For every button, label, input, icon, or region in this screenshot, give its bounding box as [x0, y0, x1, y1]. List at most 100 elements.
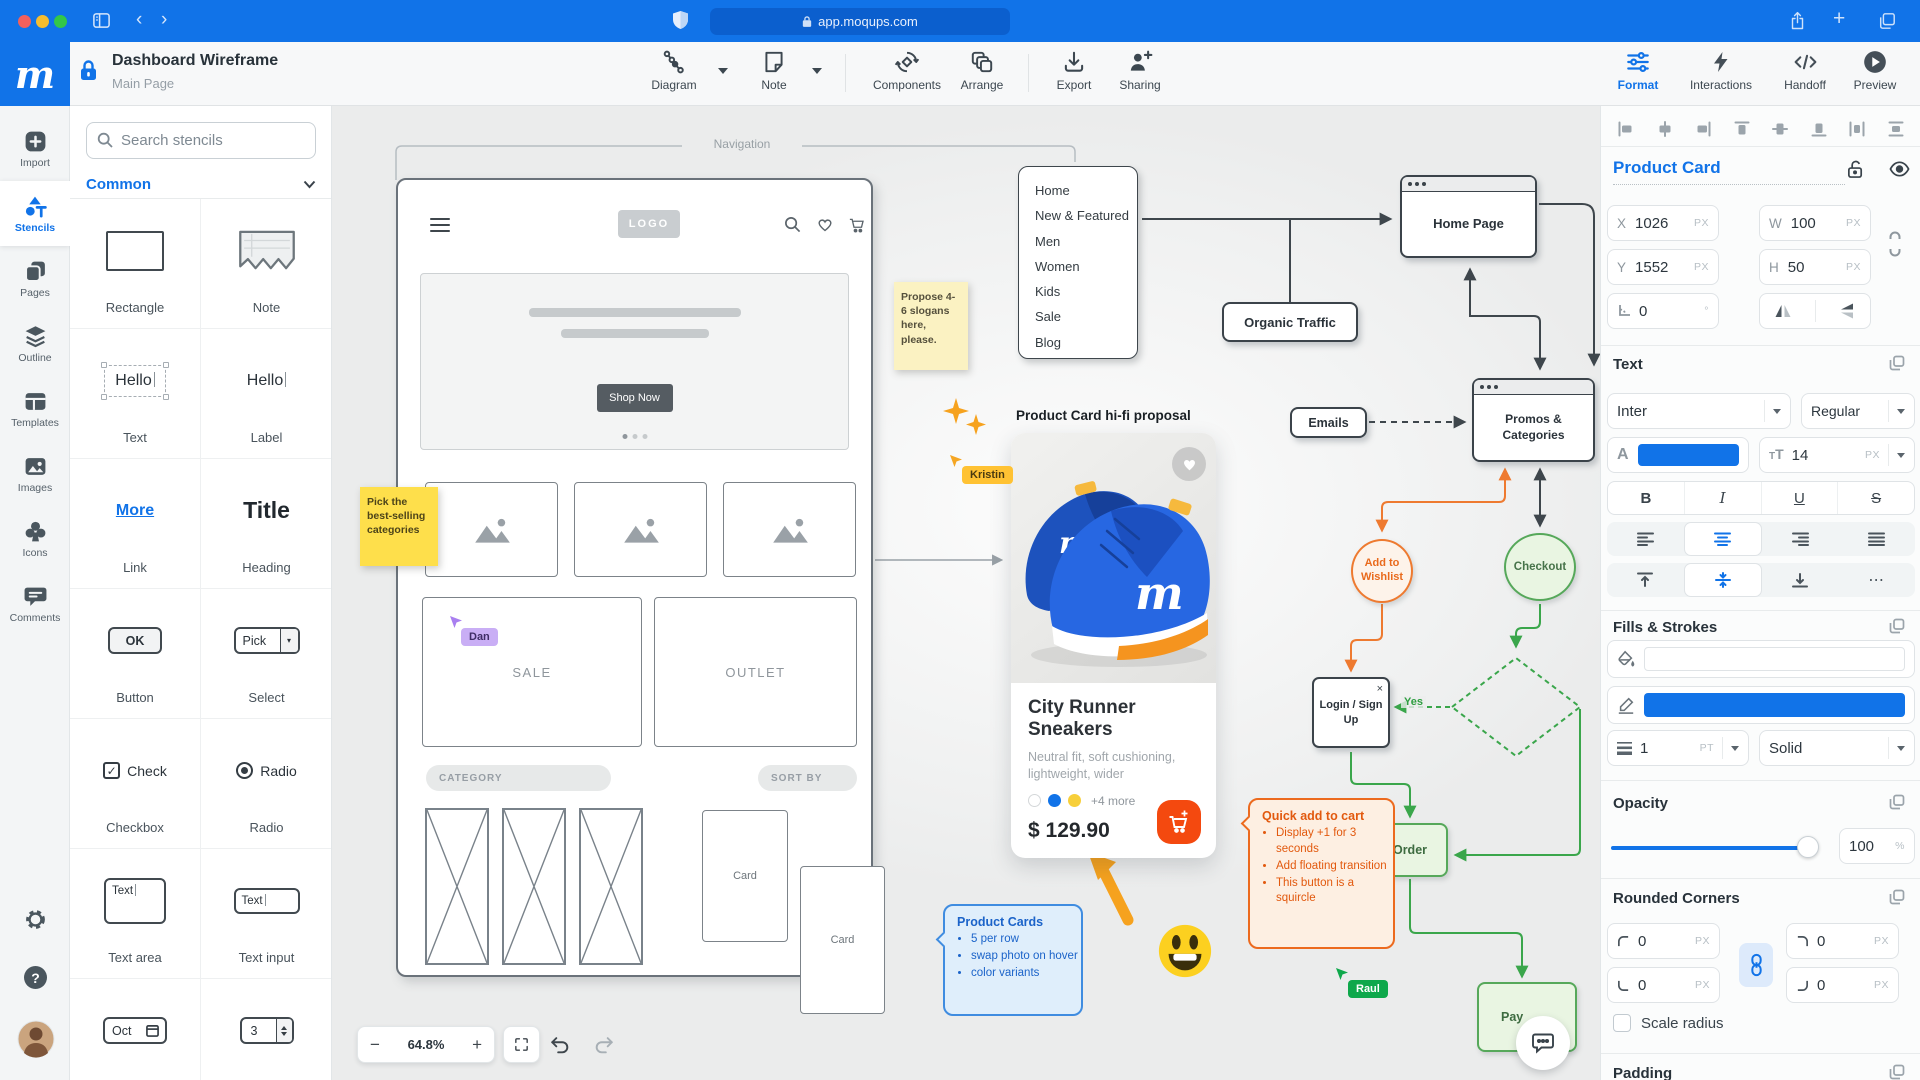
undo-button[interactable]: [547, 1032, 573, 1058]
stroke-style-select[interactable]: Solid: [1759, 730, 1915, 766]
card-placeholder-overlap[interactable]: Card: [800, 866, 885, 1014]
stencil-textarea[interactable]: Text Text area: [70, 849, 201, 979]
stencil-section-common[interactable]: Common: [70, 170, 331, 199]
opacity-value-input[interactable]: 100%: [1839, 828, 1915, 864]
export-button[interactable]: Export: [1048, 49, 1100, 101]
sidebar-item-import[interactable]: Import: [0, 116, 70, 181]
stencil-select[interactable]: Pick▾ Select: [201, 589, 331, 719]
tab-overview-icon[interactable]: [1878, 11, 1896, 31]
menu-item[interactable]: New & Featured: [1035, 208, 1129, 224]
align-text-left-button[interactable]: [1607, 522, 1684, 556]
copy-style-icon[interactable]: [1889, 794, 1905, 810]
menu-item[interactable]: Men: [1035, 233, 1061, 249]
align-text-center-button[interactable]: [1683, 522, 1762, 556]
flow-login-signup[interactable]: Login / Sign Up ×: [1312, 677, 1390, 748]
sidebar-item-images[interactable]: Images: [0, 441, 70, 506]
link-corners-button[interactable]: [1739, 943, 1773, 987]
canvas[interactable]: Navigation LOGO Shop Now SALE OUTLET CAT…: [332, 106, 1600, 1080]
font-weight-select[interactable]: Regular: [1801, 393, 1915, 429]
note-product-cards[interactable]: Product Cards 5 per row swap photo on ho…: [935, 904, 1083, 1016]
copy-style-icon[interactable]: [1889, 355, 1905, 371]
distribute-v-icon[interactable]: [1886, 119, 1906, 139]
more-text-options-button[interactable]: ⋯: [1868, 572, 1886, 589]
components-button[interactable]: Components: [865, 49, 949, 101]
tab-interactions[interactable]: Interactions: [1678, 49, 1764, 101]
close-icon[interactable]: ×: [1376, 683, 1383, 695]
italic-button[interactable]: I: [1685, 482, 1762, 514]
tab-handoff[interactable]: Handoff: [1774, 49, 1836, 101]
close-window-button[interactable]: [18, 15, 31, 28]
font-color-picker[interactable]: A: [1607, 437, 1749, 473]
copy-style-icon[interactable]: [1889, 618, 1905, 634]
sticky-note-slogans[interactable]: Propose 4-6 slogans here, please.: [894, 282, 968, 370]
search-input[interactable]: [86, 122, 316, 159]
stencil-datepicker[interactable]: Oct: [70, 979, 201, 1080]
stencil-label[interactable]: Hello Label: [201, 329, 331, 459]
flow-checkout[interactable]: Checkout: [1504, 533, 1576, 601]
flow-organic-traffic[interactable]: Organic Traffic: [1222, 302, 1358, 342]
comment-pin-raul[interactable]: Raul: [1348, 980, 1388, 998]
diagram-button[interactable]: Diagram: [645, 49, 703, 101]
back-button[interactable]: ‹: [136, 9, 143, 30]
menu-item[interactable]: Home: [1035, 183, 1070, 198]
sidebar-item-comments[interactable]: Comments: [0, 571, 70, 636]
comment-pin-kristin[interactable]: Kristin: [962, 466, 1013, 484]
strikethrough-button[interactable]: S: [1871, 489, 1882, 507]
opacity-slider-track[interactable]: [1611, 846, 1817, 850]
sidebar-item-icons[interactable]: Icons: [0, 506, 70, 571]
page-name[interactable]: Main Page: [112, 76, 175, 91]
align-text-right-button[interactable]: [1762, 522, 1839, 556]
stencil-stepper[interactable]: 3: [201, 979, 331, 1080]
stencil-button[interactable]: OK Button: [70, 589, 201, 719]
document-title[interactable]: Dashboard Wireframe: [112, 52, 279, 69]
valign-bottom-button[interactable]: [1762, 563, 1839, 597]
constrain-proportions-icon[interactable]: [1887, 231, 1903, 257]
bold-button[interactable]: B: [1608, 482, 1685, 514]
stencil-radio[interactable]: Radio Radio: [201, 719, 331, 849]
navigation-group-label[interactable]: Navigation: [713, 137, 771, 151]
comment-pin-dan[interactable]: Dan: [461, 628, 498, 646]
stroke-color-swatch[interactable]: [1644, 693, 1905, 717]
sidebar-item-outline[interactable]: Outline: [0, 311, 70, 376]
wishlist-heart-button[interactable]: [1172, 447, 1206, 481]
sidebar-item-stencils[interactable]: Stencils: [0, 181, 70, 246]
lock-icon[interactable]: [1846, 159, 1865, 179]
opacity-slider-knob[interactable]: [1797, 836, 1819, 858]
menu-item[interactable]: Women: [1035, 258, 1080, 274]
sharing-button[interactable]: Sharing: [1112, 49, 1168, 101]
stencil-rectangle[interactable]: Rectangle: [70, 199, 201, 329]
menu-item[interactable]: Sale: [1035, 309, 1062, 325]
menu-item[interactable]: Blog: [1035, 334, 1062, 350]
justify-text-button[interactable]: [1839, 522, 1916, 556]
flow-emails[interactable]: Emails: [1290, 407, 1367, 438]
nav-menu-list[interactable]: Home New & Featured Men Women Kids Sale …: [1018, 166, 1138, 359]
wireframe-frame[interactable]: LOGO Shop Now SALE OUTLET CATEGORY SORT …: [396, 178, 873, 977]
flip-vertical-button[interactable]: [1824, 302, 1871, 320]
stencil-checkbox[interactable]: ✓Check Checkbox: [70, 719, 201, 849]
minimize-window-button[interactable]: [36, 15, 49, 28]
copy-style-icon[interactable]: [1889, 889, 1905, 905]
scale-radius-checkbox[interactable]: [1613, 1014, 1631, 1032]
redo-button[interactable]: [591, 1032, 617, 1058]
note-quick-add-to-cart[interactable]: Quick add to cart Display +1 for 3 secon…: [1240, 798, 1395, 949]
selected-element-name[interactable]: Product Card: [1613, 158, 1845, 185]
color-dot-white[interactable]: [1028, 794, 1041, 808]
stencil-textinput[interactable]: Text Text input: [201, 849, 331, 979]
sidebar-toggle-icon[interactable]: [92, 11, 111, 30]
valign-middle-button[interactable]: [1683, 563, 1762, 597]
valign-top-button[interactable]: [1607, 563, 1684, 597]
comments-fab[interactable]: [1516, 1016, 1570, 1070]
shop-now-button[interactable]: Shop Now: [596, 384, 673, 412]
tab-format[interactable]: Format: [1610, 49, 1666, 101]
sidebar-item-templates[interactable]: Templates: [0, 376, 70, 441]
align-right-icon[interactable]: [1693, 119, 1713, 139]
align-center-h-icon[interactable]: [1655, 119, 1675, 139]
